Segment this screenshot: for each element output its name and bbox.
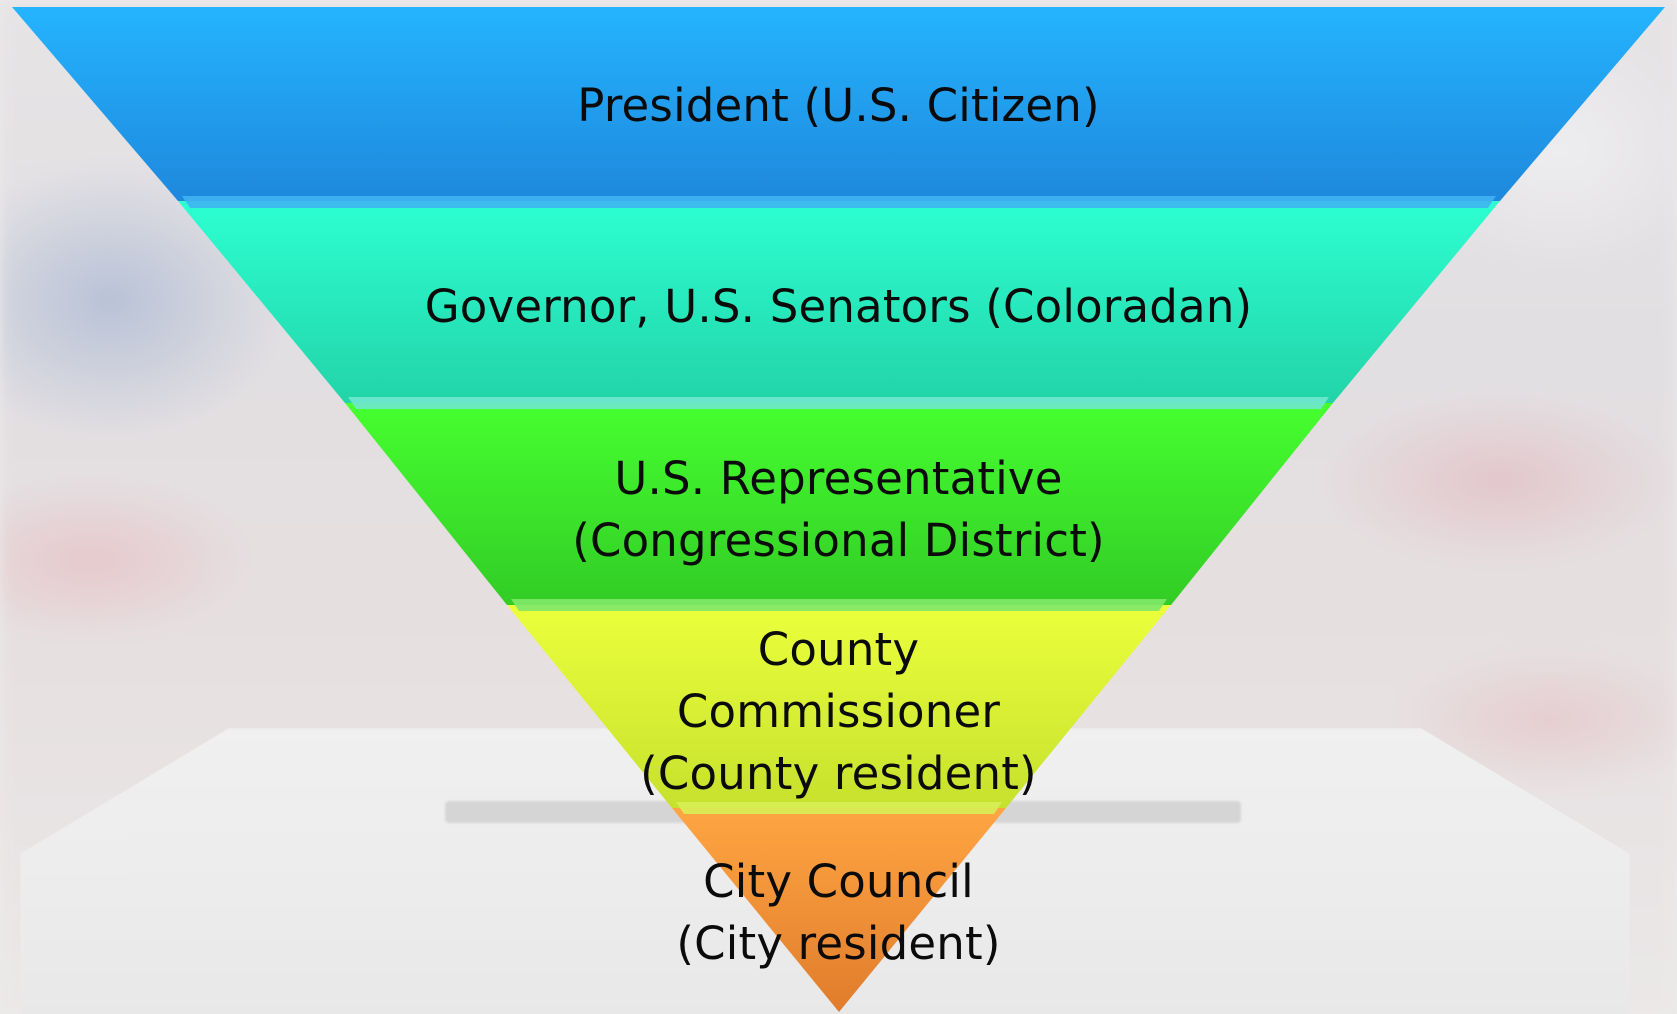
- tier-divider: [676, 802, 1002, 814]
- tier-city-council-band: [672, 808, 1006, 1012]
- tier-president-label: President (U.S. Citizen): [577, 79, 1100, 132]
- tier-governor-senators-band: [178, 201, 1500, 403]
- tier-divider: [348, 397, 1329, 409]
- tier-us-representative-band: [345, 403, 1333, 605]
- tier-divider: [182, 196, 1496, 208]
- tier-us-representative-label: U.S. Representative (Congressional Distr…: [572, 452, 1105, 567]
- tier-county-commissioner-band: [507, 605, 1171, 808]
- tier-governor-senators-label: Governor, U.S. Senators (Coloradan): [424, 280, 1253, 333]
- tier-city-council-label: City Council (City resident): [676, 855, 1001, 970]
- tier-president-band: [12, 7, 1665, 201]
- tier-county-commissioner-label: County Commissioner (County resident): [640, 623, 1037, 800]
- tier-divider: [511, 599, 1167, 611]
